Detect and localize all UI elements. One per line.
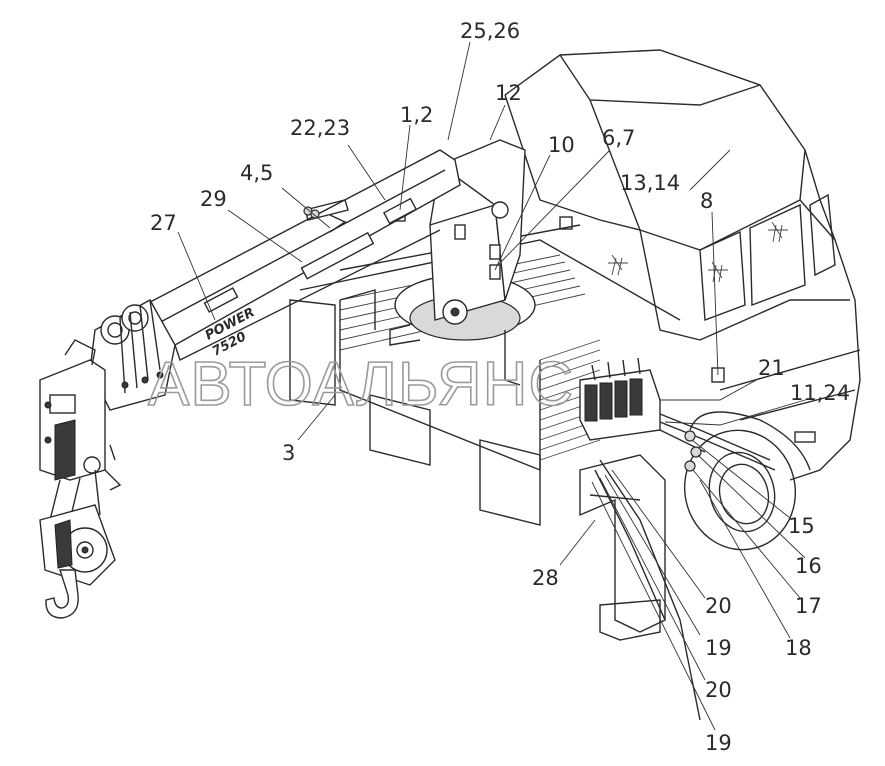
callout-18: 18 <box>785 636 812 660</box>
callout-6-7: 6,7 <box>602 126 635 150</box>
crane-column <box>389 139 536 386</box>
callout-25-26: 25,26 <box>460 19 520 43</box>
callout-19-upper: 19 <box>705 636 732 660</box>
callout-16: 16 <box>795 554 822 578</box>
callout-11-24: 11,24 <box>790 381 850 405</box>
control-valve-block <box>579 357 661 441</box>
crane-boom: POWER 7520 <box>89 149 461 411</box>
callout-28: 28 <box>532 566 559 590</box>
callout-29: 29 <box>200 187 227 211</box>
callout-19-lower: 19 <box>705 731 732 755</box>
callout-3: 3 <box>282 441 295 465</box>
callout-10: 10 <box>548 133 575 157</box>
watermark-text: АВТОАЛЬЯНС <box>148 350 574 419</box>
callout-8: 8 <box>700 189 713 213</box>
callout-4-5: 4,5 <box>240 161 273 185</box>
callout-21: 21 <box>758 356 785 380</box>
callout-20-lower: 20 <box>705 678 732 702</box>
callout-12: 12 <box>495 81 522 105</box>
callout-15: 15 <box>788 514 815 538</box>
callout-22-23: 22,23 <box>290 116 350 140</box>
leader-lines <box>177 41 813 731</box>
callout-1-2: 1,2 <box>400 103 433 127</box>
callout-17: 17 <box>795 594 822 618</box>
callout-27: 27 <box>150 211 177 235</box>
callout-13-14: 13,14 <box>620 171 680 195</box>
truck-frame <box>289 224 776 721</box>
hook-block <box>39 339 122 619</box>
callout-labels: 25,26 12 22,23 1,2 10 6,7 4,5 13,14 8 29… <box>150 19 850 755</box>
boom-head <box>89 299 176 411</box>
callout-20-upper: 20 <box>705 594 732 618</box>
